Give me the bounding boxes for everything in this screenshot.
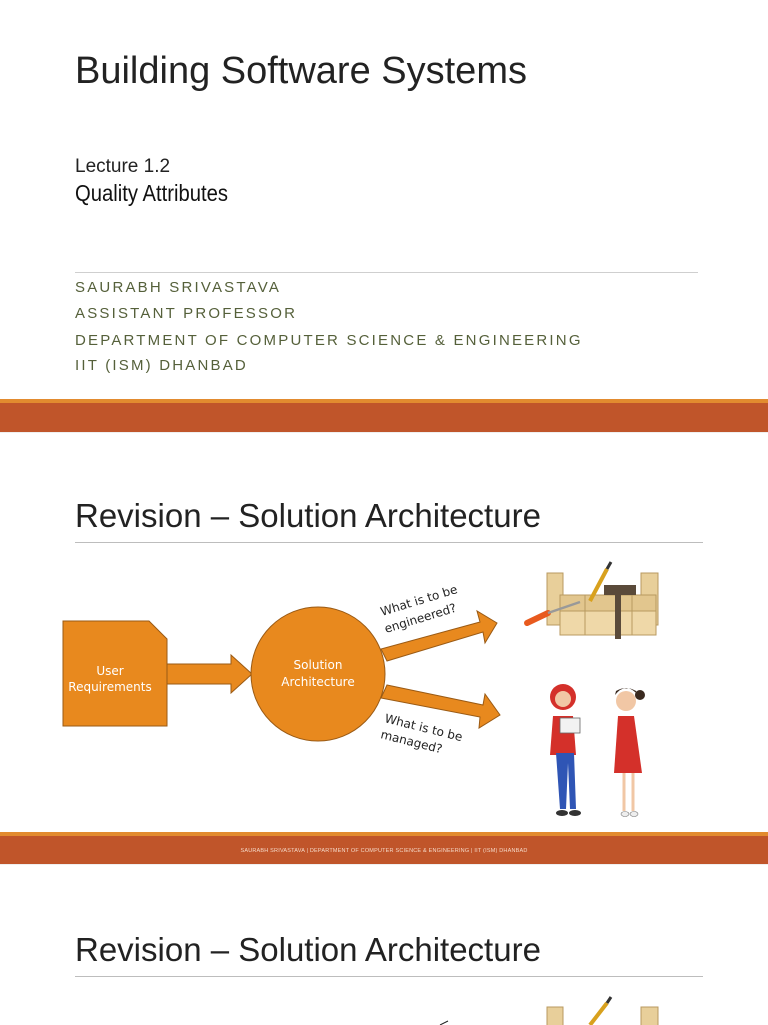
revision-slide: Revision – Solution Architecture User Re… (0, 432, 768, 865)
arrow-to-managed (380, 684, 501, 729)
solution-architecture-circle (250, 606, 386, 742)
slide-footer-text: SAURABH SRIVASTAVA | DEPARTMENT OF COMPU… (240, 848, 528, 854)
author-name: SAURABH SRIVASTAVA (75, 279, 282, 296)
solution-architecture-diagram-partial (439, 996, 659, 1025)
user-requirements-label-line2: Requirements (68, 680, 151, 694)
construction-tools-icon (524, 561, 659, 639)
footer-band (0, 403, 768, 432)
accent-stripe (0, 399, 768, 403)
revision-slide-partial: Revision – Solution Architecture (0, 864, 768, 1025)
solution-label-line1: Solution (294, 658, 343, 672)
people-discussion-icon (550, 684, 645, 817)
accent-stripe (0, 832, 768, 836)
title-slide: Building Software Systems Lecture 1.2 Qu… (0, 0, 768, 432)
solution-architecture-diagram: User Requirements Solution Architecture … (62, 561, 659, 817)
title-underline (75, 976, 703, 977)
divider (75, 272, 698, 273)
user-requirements-label-line1: User (96, 664, 123, 678)
lecture-number: Lecture 1.2 (75, 156, 171, 177)
footer-band (0, 836, 768, 865)
author-department: DEPARTMENT OF COMPUTER SCIENCE & ENGINEE… (75, 332, 583, 349)
slide-title: Revision – Solution Architecture (75, 497, 541, 534)
arrow-to-engineered (380, 609, 498, 662)
arrow-requirements-to-solution (166, 653, 253, 695)
author-position: ASSISTANT PROFESSOR (75, 305, 298, 322)
lecture-subtitle: Quality Attributes (75, 180, 228, 206)
presentation-title: Building Software Systems (75, 50, 527, 92)
author-institute: IIT (ISM) DHANBAD (75, 357, 248, 374)
label-fragment (439, 1020, 449, 1025)
construction-tools-icon (546, 996, 659, 1025)
slide-title: Revision – Solution Architecture (75, 931, 541, 968)
title-underline (75, 542, 703, 543)
solution-label-line2: Architecture (281, 675, 354, 689)
